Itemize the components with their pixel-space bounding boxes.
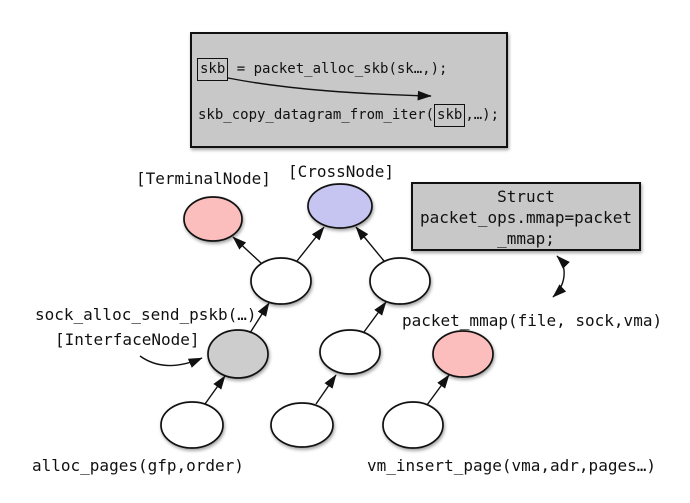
edge-upperleft-to-terminal-arrow: [232, 236, 262, 264]
edge-interface-to-upperleft-arrow: [249, 302, 270, 334]
edge-bottommiddle-to-middle-arrow: [315, 374, 337, 405]
code-line-2-text: skb_copy_datagram_from_iter(: [198, 107, 435, 123]
bottom-right-node-ellipse: [382, 401, 444, 449]
sock-alloc-send-label: sock_alloc_send_pskb(…): [35, 305, 257, 324]
code-line-1-text: = packet_alloc_skb(sk…,);: [228, 61, 448, 77]
skb-token-box-1: skb: [197, 58, 229, 81]
packet-mmap-node-ellipse: [432, 330, 494, 378]
struct-box-line-3: _mmap;: [497, 229, 555, 248]
code-box-background: [190, 32, 508, 148]
alloc-pages-label: alloc_pages(gfp,order): [32, 456, 244, 475]
code-line-2-tail: ,…);: [465, 107, 500, 123]
edge-bottomleft-to-interface-arrow: [204, 375, 226, 405]
struct-box-line-1: Struct: [497, 187, 555, 206]
upper-left-node-ellipse: [250, 257, 312, 305]
edge-bottomright-to-packetmmap-arrow: [426, 374, 450, 406]
struct-to-packetmmap-double-arrow: [552, 255, 570, 298]
bottom-left-node-ellipse: [160, 401, 224, 449]
code-line-1: skb = packet_alloc_skb(sk…,);: [197, 58, 447, 81]
terminal-node-ellipse: [183, 196, 243, 242]
interface-node-label: [InterfaceNode]: [55, 330, 200, 349]
cross-node-label: [CrossNode]: [288, 162, 394, 181]
code-skb-reference-arrow: [227, 77, 432, 101]
terminal-node-label: [TerminalNode]: [136, 169, 271, 188]
bottom-middle-node-ellipse: [270, 402, 334, 448]
edge-upperright-to-cross-arrow: [355, 226, 385, 262]
packet-mmap-label: packet_mmap(file, sock,vma): [402, 311, 663, 330]
upper-right-node-ellipse: [369, 257, 431, 305]
struct-box-line-2: packet_ops.mmap=packet: [420, 208, 632, 227]
interface-label-pointer-arrow: [139, 355, 203, 368]
cross-node-ellipse: [307, 183, 373, 229]
edge-middle-to-upperright-arrow: [363, 301, 387, 333]
skb-token-box-2: skb: [434, 104, 466, 127]
edge-upperleft-to-cross-arrow: [296, 226, 325, 262]
interface-node-ellipse: [207, 329, 269, 379]
middle-node-ellipse: [319, 329, 381, 375]
vm-insert-page-label: vm_insert_page(vma,adr,pages…): [367, 456, 656, 475]
struct-box-background: [411, 182, 641, 251]
struct-box-text: Struct packet_ops.mmap=packet _mmap;: [412, 186, 640, 249]
code-line-2: skb_copy_datagram_from_iter(skb,…);: [198, 104, 499, 127]
